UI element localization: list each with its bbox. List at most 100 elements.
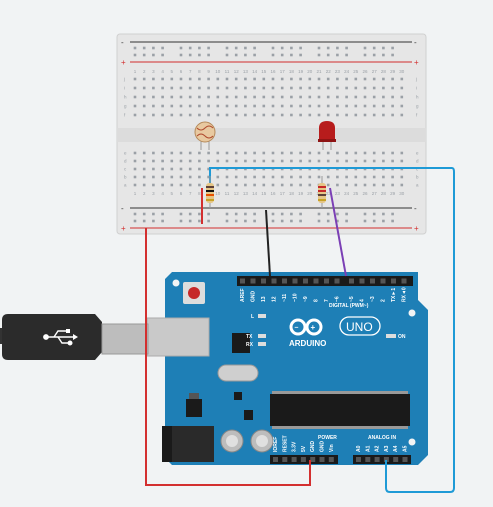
rail-hole[interactable] (161, 219, 164, 223)
breadboard-hole[interactable] (188, 159, 192, 163)
breadboard-hole[interactable] (170, 104, 174, 108)
breadboard-hole[interactable] (317, 159, 321, 163)
breadboard-hole[interactable] (391, 175, 394, 179)
breadboard-hole[interactable] (225, 183, 229, 187)
breadboard-hole[interactable] (354, 95, 358, 99)
breadboard-hole[interactable] (262, 113, 266, 117)
breadboard-hole[interactable] (382, 86, 385, 90)
rail-hole[interactable] (317, 212, 321, 216)
breadboard-hole[interactable] (299, 86, 302, 90)
breadboard-hole[interactable] (142, 183, 146, 187)
rail-hole[interactable] (198, 46, 201, 50)
breadboard-hole[interactable] (400, 175, 404, 179)
breadboard-hole[interactable] (290, 175, 293, 179)
breadboard-hole[interactable] (345, 183, 348, 187)
breadboard-hole[interactable] (317, 113, 321, 117)
breadboard-hole[interactable] (326, 77, 330, 81)
photoresistor-icon[interactable] (194, 121, 216, 150)
breadboard-hole[interactable] (290, 104, 293, 108)
rail-hole[interactable] (372, 53, 376, 57)
breadboard-hole[interactable] (152, 104, 155, 108)
breadboard-hole[interactable] (152, 95, 155, 99)
breadboard-hole[interactable] (225, 95, 229, 99)
breadboard-hole[interactable] (326, 159, 330, 163)
rail-hole[interactable] (317, 219, 321, 223)
breadboard-hole[interactable] (253, 175, 256, 179)
breadboard-hole[interactable] (271, 77, 275, 81)
red-wire-5v[interactable] (145, 228, 311, 486)
breadboard-hole[interactable] (391, 95, 394, 99)
breadboard-hole[interactable] (262, 183, 266, 187)
breadboard-hole[interactable] (317, 104, 321, 108)
breadboard-hole[interactable] (234, 77, 238, 81)
breadboard-hole[interactable] (290, 183, 293, 187)
breadboard-hole[interactable] (234, 86, 238, 90)
breadboard-hole[interactable] (216, 183, 220, 187)
rail-hole[interactable] (133, 212, 137, 216)
breadboard-hole[interactable] (188, 183, 192, 187)
breadboard-hole[interactable] (345, 151, 348, 155)
rail-hole[interactable] (142, 212, 146, 216)
breadboard-hole[interactable] (400, 151, 404, 155)
rail-hole[interactable] (198, 212, 201, 216)
rail-hole[interactable] (179, 53, 183, 57)
breadboard-hole[interactable] (161, 77, 164, 81)
analog-pin-hole[interactable] (356, 457, 361, 462)
breadboard-hole[interactable] (372, 104, 376, 108)
breadboard-hole[interactable] (336, 77, 339, 81)
breadboard-hole[interactable] (363, 151, 367, 155)
breadboard-hole[interactable] (198, 159, 201, 163)
rail-hole[interactable] (133, 219, 137, 223)
rail-hole[interactable] (152, 219, 155, 223)
breadboard-hole[interactable] (382, 175, 385, 179)
breadboard-hole[interactable] (244, 113, 247, 117)
rail-hole[interactable] (253, 46, 256, 50)
rail-hole[interactable] (372, 219, 376, 223)
breadboard-hole[interactable] (198, 175, 201, 179)
digital-pin-hole[interactable] (313, 278, 319, 284)
breadboard-hole[interactable] (225, 113, 229, 117)
breadboard-hole[interactable] (161, 183, 164, 187)
usb-cable-icon[interactable] (0, 314, 149, 360)
rail-hole[interactable] (336, 46, 339, 50)
breadboard-hole[interactable] (271, 113, 275, 117)
rail-hole[interactable] (372, 212, 376, 216)
breadboard-hole[interactable] (400, 86, 404, 90)
digital-pin-hole[interactable] (324, 278, 329, 284)
rail-hole[interactable] (336, 53, 339, 57)
breadboard-hole[interactable] (244, 183, 247, 187)
breadboard-hole[interactable] (170, 86, 174, 90)
power-pin-hole[interactable] (291, 457, 297, 462)
breadboard-hole[interactable] (225, 175, 229, 179)
breadboard-hole[interactable] (354, 183, 358, 187)
breadboard-hole[interactable] (354, 113, 358, 117)
rail-hole[interactable] (345, 219, 348, 223)
breadboard-hole[interactable] (363, 175, 367, 179)
breadboard-hole[interactable] (133, 151, 137, 155)
rail-hole[interactable] (133, 53, 137, 57)
rail-hole[interactable] (152, 46, 155, 50)
breadboard-hole[interactable] (326, 104, 330, 108)
breadboard-hole[interactable] (299, 151, 302, 155)
rail-hole[interactable] (336, 219, 339, 223)
breadboard-hole[interactable] (188, 77, 192, 81)
purple-wire-pin7[interactable] (329, 187, 347, 277)
breadboard-hole[interactable] (326, 175, 330, 179)
breadboard-hole[interactable] (142, 104, 146, 108)
rail-hole[interactable] (152, 53, 155, 57)
breadboard-hole[interactable] (253, 159, 256, 163)
breadboard-hole[interactable] (271, 175, 275, 179)
breadboard-hole[interactable] (142, 95, 146, 99)
breadboard-hole[interactable] (271, 183, 275, 187)
breadboard-hole[interactable] (188, 95, 192, 99)
rail-hole[interactable] (391, 212, 394, 216)
breadboard-hole[interactable] (280, 175, 284, 179)
breadboard-hole[interactable] (400, 104, 404, 108)
rail-hole[interactable] (207, 53, 210, 57)
breadboard-hole[interactable] (336, 159, 339, 163)
blue-wire-a0[interactable] (209, 167, 455, 493)
rail-hole[interactable] (188, 53, 192, 57)
analog-pin-holes[interactable] (356, 457, 408, 462)
breadboard-hole[interactable] (299, 95, 302, 99)
